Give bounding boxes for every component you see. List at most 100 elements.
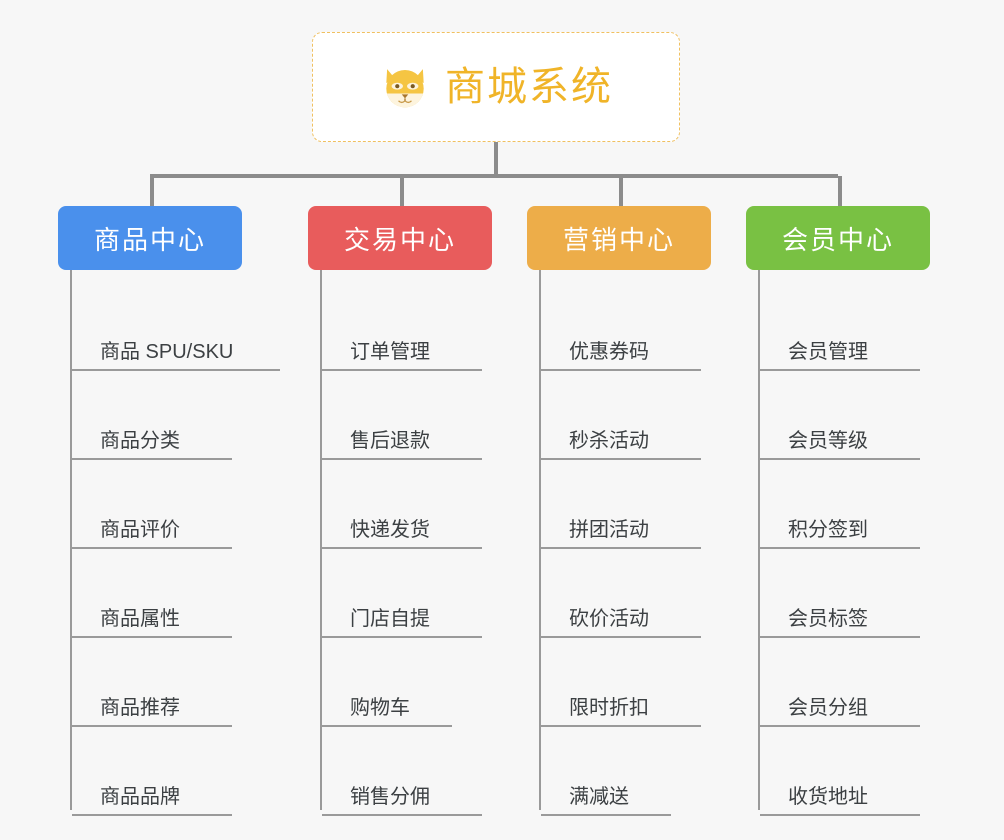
- leaf-underline: [760, 458, 920, 460]
- leaf-label: 订单管理: [350, 341, 430, 363]
- branch-product-center: 商品中心 商品 SPU/SKU 商品分类 商品评价 商品属性 商品推荐: [58, 206, 280, 816]
- leaf-label: 拼团活动: [569, 519, 649, 541]
- leaf-label: 商品推荐: [100, 697, 180, 719]
- list-item[interactable]: 销售分佣: [322, 727, 492, 816]
- leaf-label: 会员管理: [788, 341, 868, 363]
- branch-header-label: 会员中心: [781, 224, 894, 255]
- list-item[interactable]: 商品分类: [72, 371, 242, 460]
- leaf-label: 积分签到: [788, 519, 868, 541]
- branch-header-trade-center[interactable]: 交易中心: [308, 206, 492, 270]
- branch-trade-center: 交易中心 订单管理 售后退款 快递发货 门店自提 购物车: [308, 206, 492, 816]
- leaf-underline: [72, 369, 280, 371]
- leaf-spine: [539, 270, 541, 810]
- leaf-list-member-center: 会员管理 会员等级 积分签到 会员标签 会员分组 收货地址: [758, 270, 930, 816]
- leaf-label: 商品评价: [100, 519, 180, 541]
- list-item[interactable]: 秒杀活动: [541, 371, 711, 460]
- list-item[interactable]: 会员等级: [760, 371, 930, 460]
- leaf-label: 满减送: [569, 786, 629, 808]
- leaf-underline: [760, 547, 920, 549]
- leaf-underline: [541, 636, 701, 638]
- list-item[interactable]: 购物车: [322, 638, 492, 727]
- leaf-underline: [541, 725, 701, 727]
- list-item[interactable]: 商品评价: [72, 460, 242, 549]
- leaf-underline: [760, 369, 920, 371]
- leaf-label: 会员标签: [788, 608, 868, 630]
- leaf-underline: [72, 725, 232, 727]
- leaf-label: 优惠券码: [569, 341, 649, 363]
- branch-drop-line-2: [400, 176, 404, 206]
- list-item[interactable]: 订单管理: [322, 282, 492, 371]
- list-item[interactable]: 满减送: [541, 727, 711, 816]
- list-item[interactable]: 售后退款: [322, 371, 492, 460]
- leaf-spine: [70, 270, 72, 810]
- leaf-underline: [541, 458, 701, 460]
- list-item[interactable]: 门店自提: [322, 549, 492, 638]
- leaf-underline: [760, 725, 920, 727]
- leaf-underline: [322, 458, 482, 460]
- leaf-label: 商品属性: [100, 608, 180, 630]
- leaf-underline: [541, 369, 701, 371]
- branch-header-label: 营销中心: [562, 224, 675, 255]
- leaf-underline: [72, 814, 232, 816]
- list-item[interactable]: 商品 SPU/SKU: [72, 282, 280, 371]
- leaf-underline: [72, 458, 232, 460]
- leaf-label: 购物车: [350, 697, 410, 719]
- list-item[interactable]: 优惠券码: [541, 282, 711, 371]
- list-item[interactable]: 商品品牌: [72, 727, 242, 816]
- leaf-label: 商品 SPU/SKU: [100, 341, 234, 363]
- root-stem-line: [494, 142, 498, 176]
- list-item[interactable]: 会员分组: [760, 638, 930, 727]
- list-item[interactable]: 快递发货: [322, 460, 492, 549]
- branch-drop-line-1: [150, 176, 154, 206]
- list-item[interactable]: 会员标签: [760, 549, 930, 638]
- list-item[interactable]: 收货地址: [760, 727, 930, 816]
- leaf-label: 秒杀活动: [569, 430, 649, 452]
- branch-header-product-center[interactable]: 商品中心: [58, 206, 242, 270]
- branch-drop-line-3: [619, 176, 623, 206]
- branch-marketing-center: 营销中心 优惠券码 秒杀活动 拼团活动 砍价活动 限时折扣: [527, 206, 711, 816]
- branch-header-member-center[interactable]: 会员中心: [746, 206, 930, 270]
- leaf-underline: [322, 636, 482, 638]
- leaf-label: 快递发货: [350, 519, 430, 541]
- leaf-underline: [322, 547, 482, 549]
- leaf-underline: [760, 814, 920, 816]
- leaf-underline: [322, 814, 482, 816]
- leaf-underline: [541, 547, 701, 549]
- leaf-underline: [72, 636, 232, 638]
- leaf-label: 砍价活动: [569, 608, 649, 630]
- list-item[interactable]: 砍价活动: [541, 549, 711, 638]
- leaf-label: 会员分组: [788, 697, 868, 719]
- list-item[interactable]: 限时折扣: [541, 638, 711, 727]
- leaf-label: 限时折扣: [569, 697, 649, 719]
- branch-member-center: 会员中心 会员管理 会员等级 积分签到 会员标签 会员分组: [746, 206, 930, 816]
- root-title: 商城系统: [445, 65, 613, 109]
- leaf-list-marketing-center: 优惠券码 秒杀活动 拼团活动 砍价活动 限时折扣 满减送: [539, 270, 711, 816]
- leaf-underline: [541, 814, 671, 816]
- list-item[interactable]: 商品推荐: [72, 638, 242, 727]
- list-item[interactable]: 拼团活动: [541, 460, 711, 549]
- root-node[interactable]: 商城系统: [312, 32, 680, 142]
- leaf-label: 销售分佣: [350, 786, 430, 808]
- shiba-dog-face-icon: [386, 69, 424, 108]
- branch-header-label: 商品中心: [93, 224, 206, 255]
- leaf-label: 商品分类: [100, 430, 180, 452]
- leaf-underline: [322, 369, 482, 371]
- list-item[interactable]: 积分签到: [760, 460, 930, 549]
- list-item[interactable]: 会员管理: [760, 282, 930, 371]
- branch-header-marketing-center[interactable]: 营销中心: [527, 206, 711, 270]
- branch-header-label: 交易中心: [343, 224, 456, 255]
- leaf-label: 会员等级: [788, 430, 868, 452]
- branch-bus-line: [150, 174, 838, 178]
- leaf-underline: [760, 636, 920, 638]
- branch-drop-line-4: [838, 176, 842, 206]
- list-item[interactable]: 商品属性: [72, 549, 242, 638]
- leaf-list-product-center: 商品 SPU/SKU 商品分类 商品评价 商品属性 商品推荐 商品品牌: [70, 270, 280, 816]
- leaf-label: 收货地址: [788, 786, 868, 808]
- leaf-label: 商品品牌: [100, 786, 180, 808]
- leaf-spine: [758, 270, 760, 810]
- leaf-spine: [320, 270, 322, 810]
- leaf-label: 门店自提: [350, 608, 430, 630]
- leaf-underline: [322, 725, 452, 727]
- leaf-underline: [72, 547, 232, 549]
